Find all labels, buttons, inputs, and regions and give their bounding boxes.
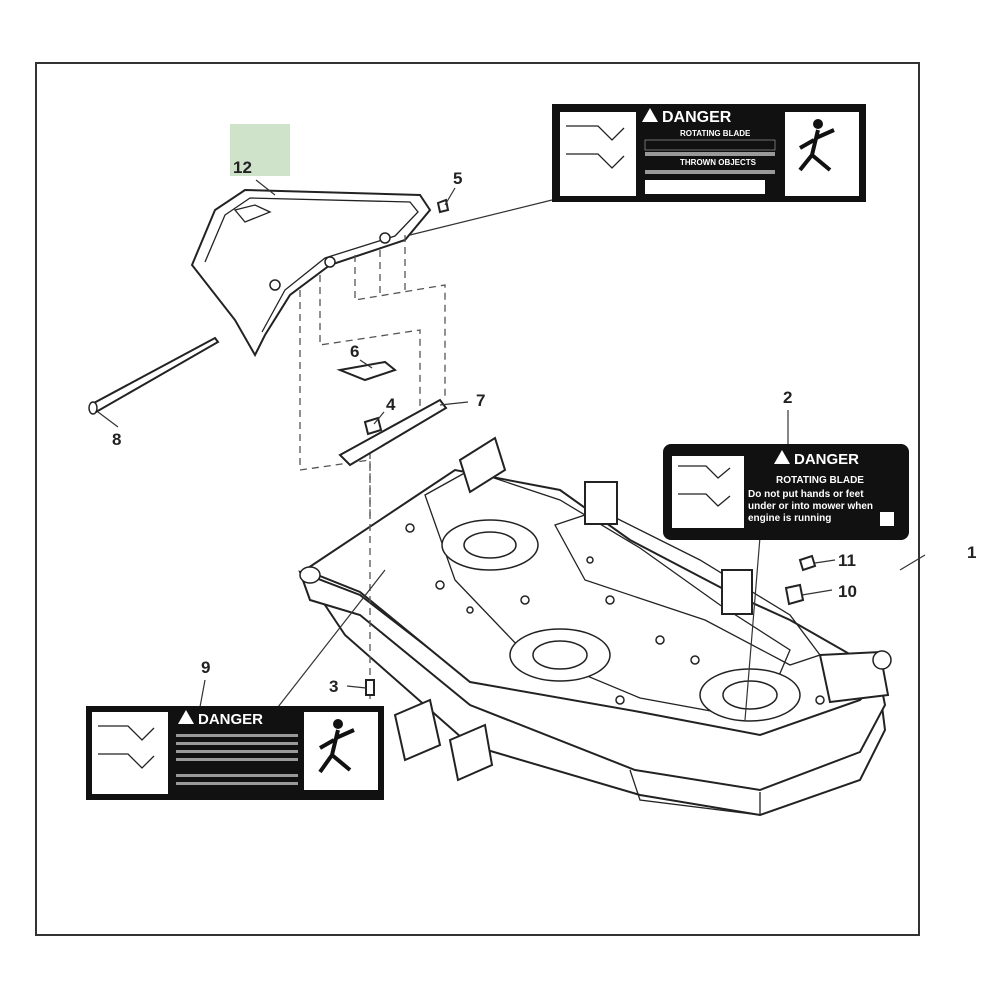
decal-top-sub: THROWN OBJECTS [680, 158, 757, 167]
decal-right-title: DANGER [794, 451, 859, 468]
flange-nut[interactable] [798, 554, 817, 572]
diagram-frame [35, 62, 920, 936]
carriage-bolt[interactable] [365, 679, 375, 696]
grease-fitting[interactable] [784, 583, 805, 606]
callout-10: 10 [838, 582, 857, 601]
callout-7: 7 [476, 391, 485, 410]
decal-right-heading: ROTATING BLADE [776, 475, 864, 486]
danger-decal-top[interactable]: DANGER ROTATING BLADE THROWN OBJECTS [552, 104, 866, 202]
callout-6: 6 [350, 342, 359, 361]
callout-1: 1 [967, 543, 976, 562]
leader-lines [97, 179, 926, 721]
callout-3: 3 [329, 677, 338, 696]
discharge-chute[interactable] [190, 188, 432, 358]
chute-bracket[interactable] [338, 398, 448, 467]
callout-11: 11 [838, 551, 856, 570]
mower-deck[interactable] [298, 436, 892, 817]
callout-4: 4 [386, 395, 396, 414]
callout-5: 5 [453, 169, 462, 188]
callouts: 1 2 3 4 5 6 7 8 9 10 11 12 [112, 158, 976, 696]
decal-top-heading: ROTATING BLADE [680, 129, 751, 138]
decal-left-title: DANGER [198, 711, 263, 728]
decal-right-line2: under or into mower when [748, 501, 873, 512]
chute-spring[interactable] [336, 360, 398, 382]
pivot-rod[interactable] [88, 336, 220, 415]
callout-2: 2 [783, 388, 792, 407]
danger-decal-right[interactable]: DANGER ROTATING BLADE Do not put hands o… [663, 444, 909, 540]
callout-8: 8 [112, 430, 121, 449]
danger-decal-left[interactable]: DANGER [86, 706, 384, 800]
decal-right-line3: engine is running [748, 513, 831, 524]
lock-nut[interactable] [363, 416, 383, 436]
callout-12-highlight [230, 124, 290, 176]
callout-9: 9 [201, 658, 210, 677]
callout-12: 12 [233, 158, 252, 177]
assembly-guide-lines [299, 235, 446, 700]
decal-top-title: DANGER [662, 109, 732, 126]
decal-right-line1: Do not put hands or feet [748, 489, 864, 500]
